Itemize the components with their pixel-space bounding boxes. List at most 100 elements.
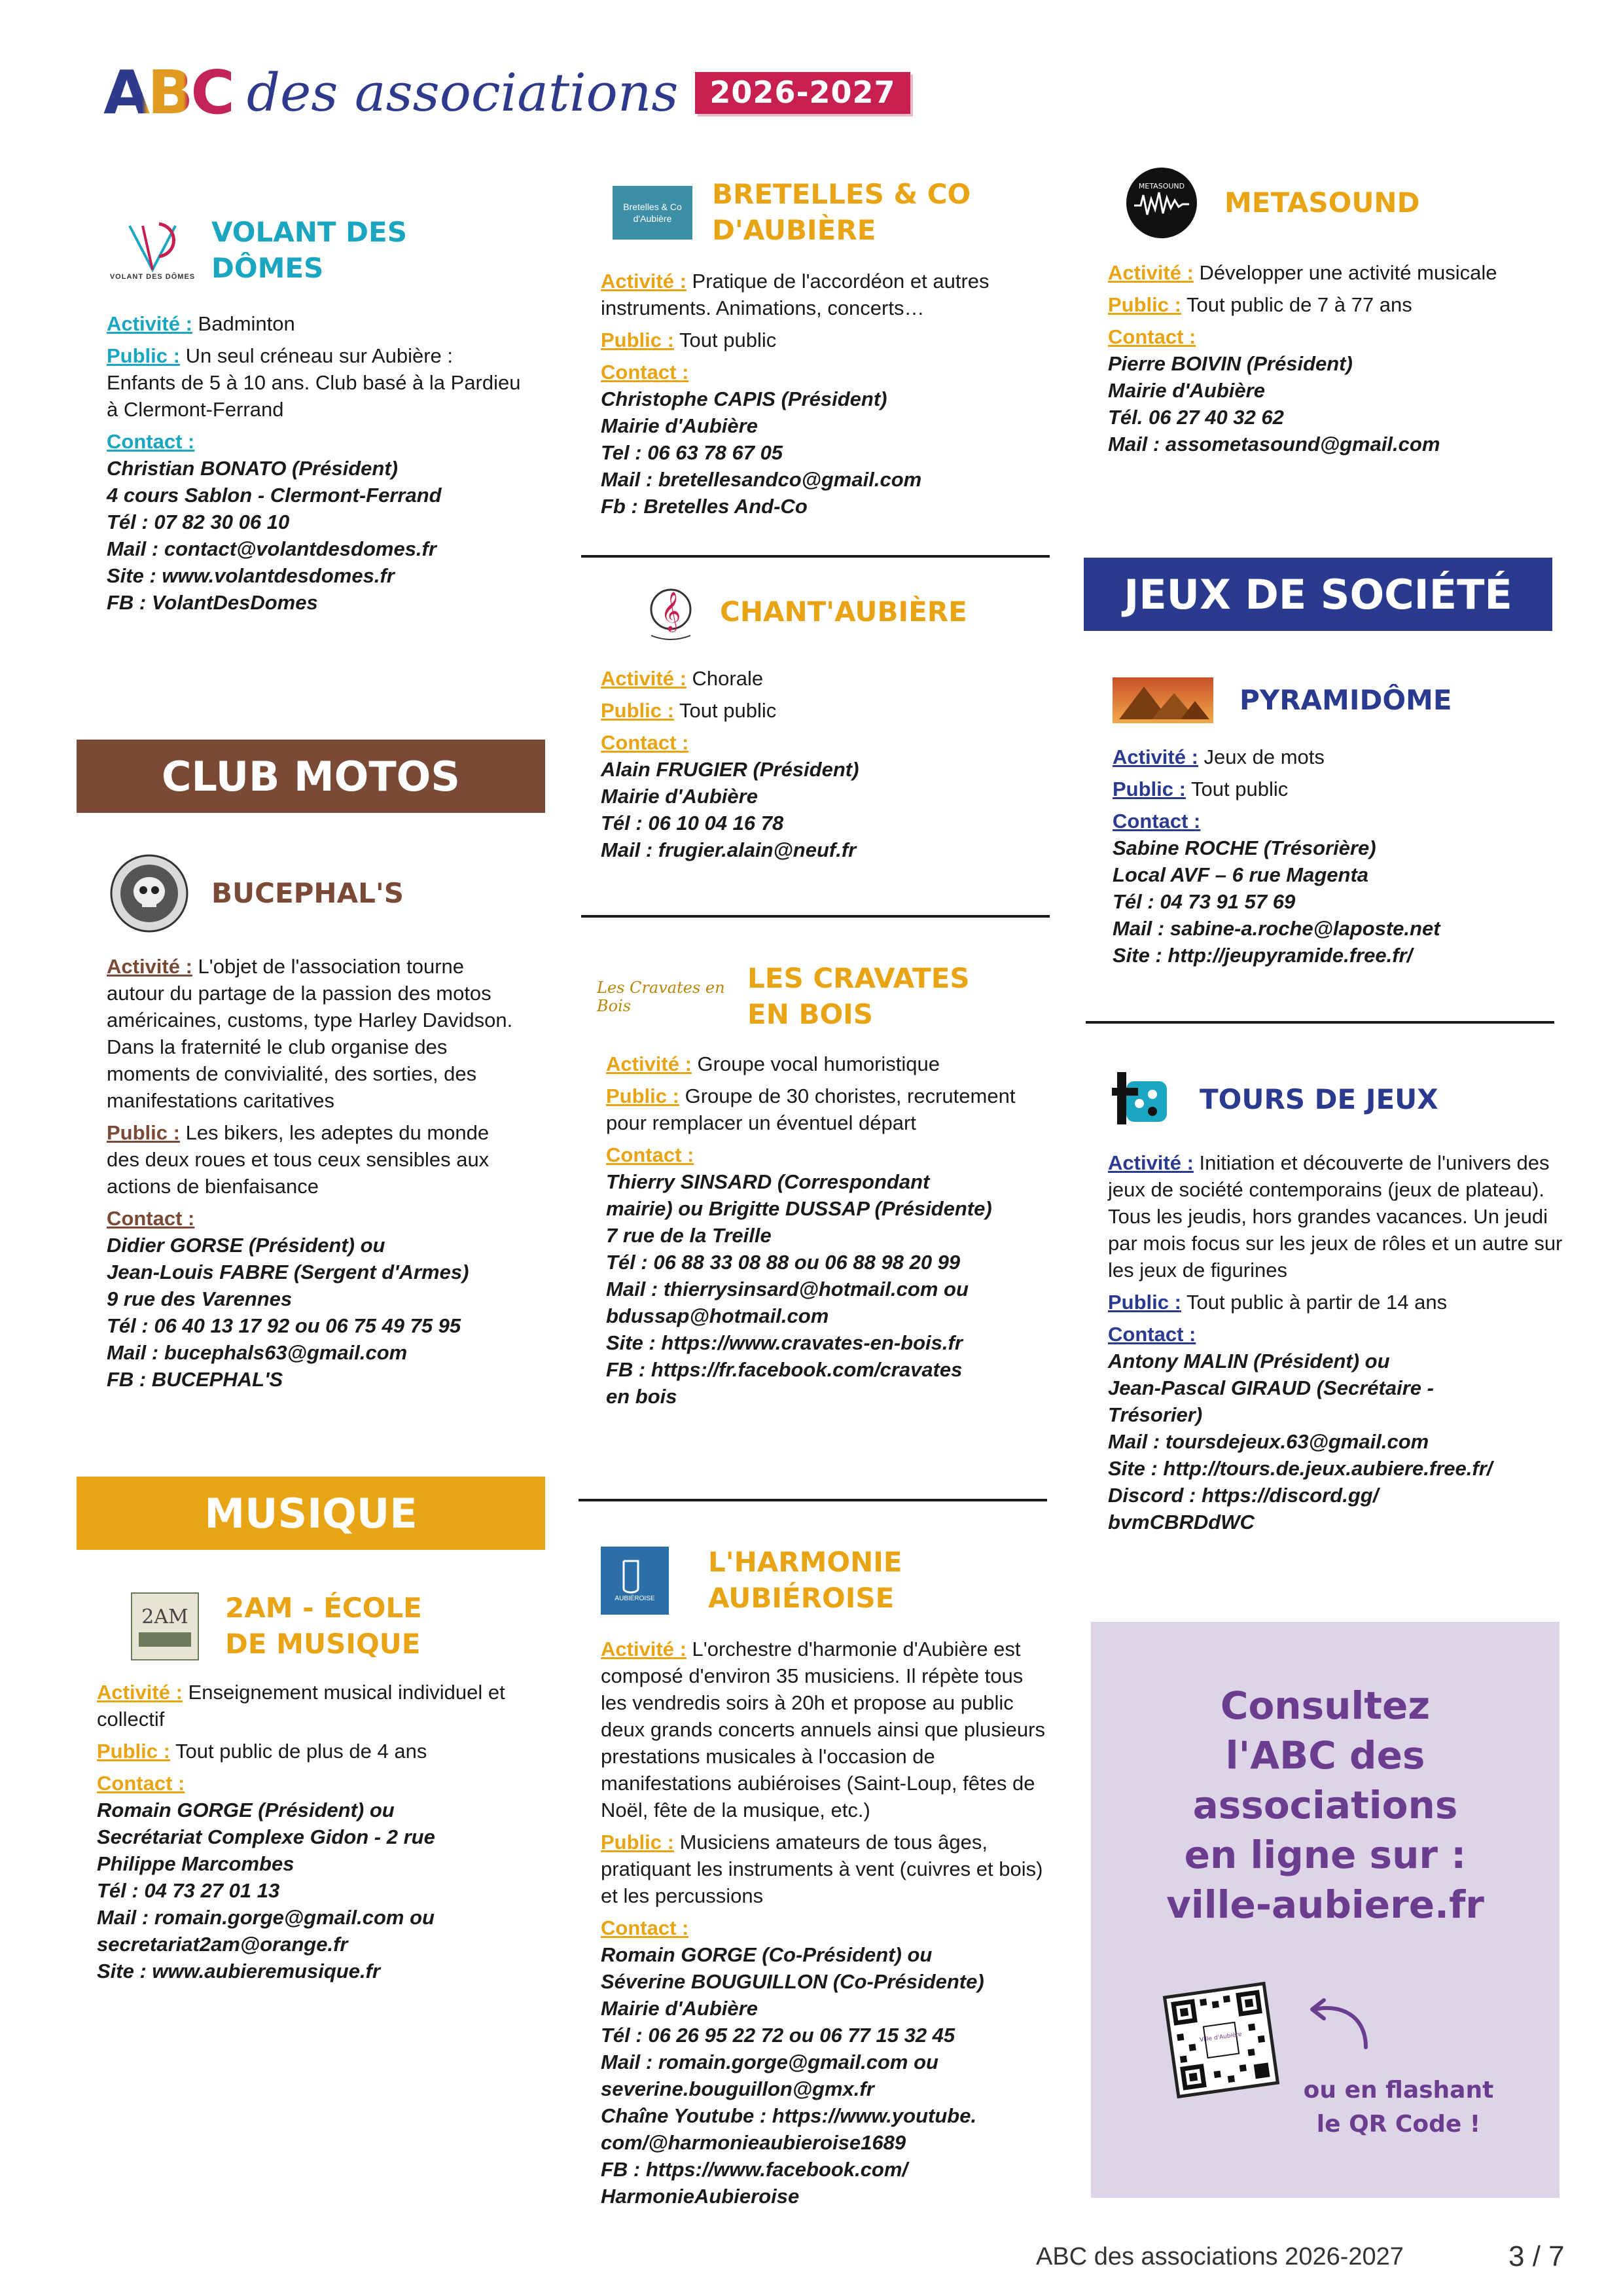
activite-label: Activité :	[606, 1052, 692, 1076]
bucephals-title: BUCEPHAL'S	[211, 876, 404, 909]
cravates-activite: Groupe vocal humoristique	[697, 1052, 940, 1076]
card-tours-de-jeux: TOURS DE JEUX Activité : Initiation et d…	[1108, 1067, 1566, 1535]
chant-contact: Alain FRUGIER (Président) Mairie d'Aubiè…	[601, 758, 859, 861]
2am-logo-band	[139, 1632, 191, 1647]
bretelles-activite: Pratique de l'accordéon et autres instru…	[601, 270, 990, 320]
activite-label: Activité :	[107, 955, 192, 978]
tours-contact: Antony MALIN (Président) ou Jean-Pascal …	[1108, 1350, 1493, 1534]
harmonie-logo-caption: AUBIÉROISE	[615, 1595, 655, 1603]
card-harmonie-aubieroise: AUBIÉROISE L'HARMONIE AUBIÉROISE Activit…	[601, 1545, 1046, 2210]
public-label: Public :	[97, 1740, 170, 1763]
divider	[581, 555, 1050, 558]
cravates-logo: Les Cravates en Bois	[597, 974, 728, 1020]
2am-logo-caption: 2AM	[141, 1605, 188, 1629]
tours-de-jeux-logo	[1108, 1067, 1173, 1132]
metasound-contact: Pierre BOIVIN (Président) Mairie d'Aubiè…	[1108, 352, 1440, 456]
bretelles-logo: Bretelles & Co d'Aubière	[613, 185, 692, 240]
cravates-title: LES CRAVATES EN BOIS	[747, 962, 970, 1030]
public-label: Public :	[107, 344, 180, 367]
public-label: Public :	[1108, 293, 1181, 316]
chant-activite: Chorale	[692, 667, 764, 690]
metasound-logo-caption: METASOUND	[1139, 182, 1185, 190]
public-label: Public :	[1113, 778, 1186, 800]
chant-aubiere-logo: 𝄞	[635, 576, 707, 648]
svg-text:𝄞: 𝄞	[661, 592, 681, 632]
card-pyramidome: PYRAMIDÔME Activité : Jeux de mots Publi…	[1113, 674, 1558, 969]
skull-badge-icon	[110, 854, 188, 933]
volant-des-domes-logo: VOLANT DES DÔMES	[107, 208, 198, 293]
tours-activite: Initiation et découverte de l'univers de…	[1108, 1151, 1563, 1282]
bucephals-public: Les bikers, les adeptes du monde des deu…	[107, 1121, 490, 1198]
online-promo-box: Consultez l'ABC des associations en lign…	[1091, 1622, 1560, 2198]
cravates-contact: Thierry SINSARD (Correspondant mairie) o…	[606, 1170, 992, 1408]
volant-activite: Badminton	[198, 312, 295, 335]
activite-label: Activité :	[97, 1681, 183, 1704]
contact-label: Contact :	[107, 1207, 195, 1230]
contact-label: Contact :	[1108, 325, 1196, 348]
contact-label: Contact :	[606, 1143, 694, 1167]
volant-contact: Christian BONATO (Président) 4 cours Sab…	[107, 457, 442, 614]
bretelles-logo-caption: Bretelles & Co d'Aubière	[623, 201, 682, 224]
metasound-public: Tout public de 7 à 77 ans	[1186, 293, 1412, 316]
volant-des-domes-logo-caption: VOLANT DES DÔMES	[109, 273, 196, 281]
contact-label: Contact :	[107, 430, 195, 453]
2am-title: 2AM - ÉCOLE DE MUSIQUE	[225, 1592, 422, 1660]
divider	[1086, 1021, 1554, 1024]
bretelles-title: BRETELLES & CO D'AUBIÈRE	[712, 178, 971, 246]
activite-label: Activité :	[601, 270, 687, 293]
activite-label: Activité :	[601, 1638, 687, 1661]
public-label: Public :	[601, 699, 674, 722]
volant-des-domes-title: VOLANT DES DÔMES	[211, 216, 407, 284]
section-banner-jeux-de-societe: JEUX DE SOCIÉTÉ	[1084, 558, 1552, 631]
activite-label: Activité :	[107, 312, 192, 335]
curved-arrow-icon	[1310, 1998, 1368, 2049]
harmonie-activite: L'orchestre d'harmonie d'Aubière est com…	[601, 1638, 1045, 1822]
pyramids-icon	[1113, 677, 1213, 723]
bucephals-activite: L'objet de l'association tourne autour d…	[107, 955, 513, 1112]
card-bucephals: BUCEPHAL'S Activité : L'objet de l'assoc…	[107, 851, 526, 1393]
section-banner-musique: MUSIQUE	[77, 1477, 545, 1550]
chant-public: Tout public	[679, 699, 777, 722]
qr-code-icon: Ville d'Aubière	[1171, 1990, 1270, 2090]
pyramidome-logo	[1113, 674, 1213, 726]
2am-contact: Romain GORGE (Président) ou Secrétariat …	[97, 1799, 435, 1983]
section-banner-club-motos: CLUB MOTOS	[77, 740, 545, 813]
divider	[579, 1499, 1047, 1501]
metasound-activite: Développer une activité musicale	[1199, 261, 1497, 284]
soundwave-icon: METASOUND	[1126, 168, 1197, 238]
card-metasound: METASOUND METASOUND Activité : Développe…	[1108, 164, 1553, 457]
page-header: ABC des associations 2026-2027	[103, 60, 910, 126]
footer-title: ABC des associations 2026-2027	[1036, 2242, 1404, 2270]
harmonie-logo: AUBIÉROISE	[601, 1546, 669, 1615]
public-label: Public :	[606, 1085, 679, 1108]
bretelles-contact: Christophe CAPIS (Président) Mairie d'Au…	[601, 387, 922, 518]
chant-aubiere-title: CHANT'AUBIÈRE	[720, 595, 967, 628]
bretelles-public: Tout public	[679, 329, 777, 352]
card-les-cravates-en-bois: Les Cravates en Bois LES CRAVATES EN BOI…	[597, 961, 1042, 1410]
card-volant-des-domes: VOLANT DES DÔMES VOLANT DES DÔMES Activi…	[107, 208, 526, 616]
tours-public: Tout public à partir de 14 ans	[1186, 1291, 1448, 1314]
harmonie-contact: Romain GORGE (Co-Président) ou Séverine …	[601, 1943, 984, 2208]
divider	[581, 915, 1050, 918]
contact-label: Contact :	[601, 361, 689, 384]
qr-flash-text: ou en flashant le QR Code !	[1303, 2077, 1494, 2138]
header-title: des associations	[246, 62, 679, 123]
pyramidome-title: PYRAMIDÔME	[1240, 683, 1452, 716]
shuttlecock-icon	[128, 222, 177, 273]
activite-label: Activité :	[1113, 745, 1198, 768]
contact-label: Contact :	[1108, 1323, 1196, 1346]
contact-label: Contact :	[1113, 810, 1201, 833]
page-number: 3 / 7	[1508, 2240, 1565, 2272]
public-label: Public :	[601, 329, 674, 352]
public-label: Public :	[601, 1831, 674, 1854]
trumpet-icon	[622, 1560, 639, 1594]
bucephals-logo	[107, 851, 192, 936]
contact-label: Contact :	[97, 1772, 185, 1795]
contact-label: Contact :	[601, 1916, 689, 1940]
qr-code[interactable]: Ville d'Aubière	[1162, 1981, 1280, 2099]
activite-label: Activité :	[601, 667, 687, 690]
contact-label: Contact :	[601, 731, 689, 754]
promo-text: Consultez l'ABC des associations en lign…	[1166, 1683, 1484, 1927]
abc-logo: ABC	[103, 58, 235, 128]
card-2am-ecole-de-musique: 2AM 2AM - ÉCOLE DE MUSIQUE Activité : En…	[97, 1590, 522, 1984]
